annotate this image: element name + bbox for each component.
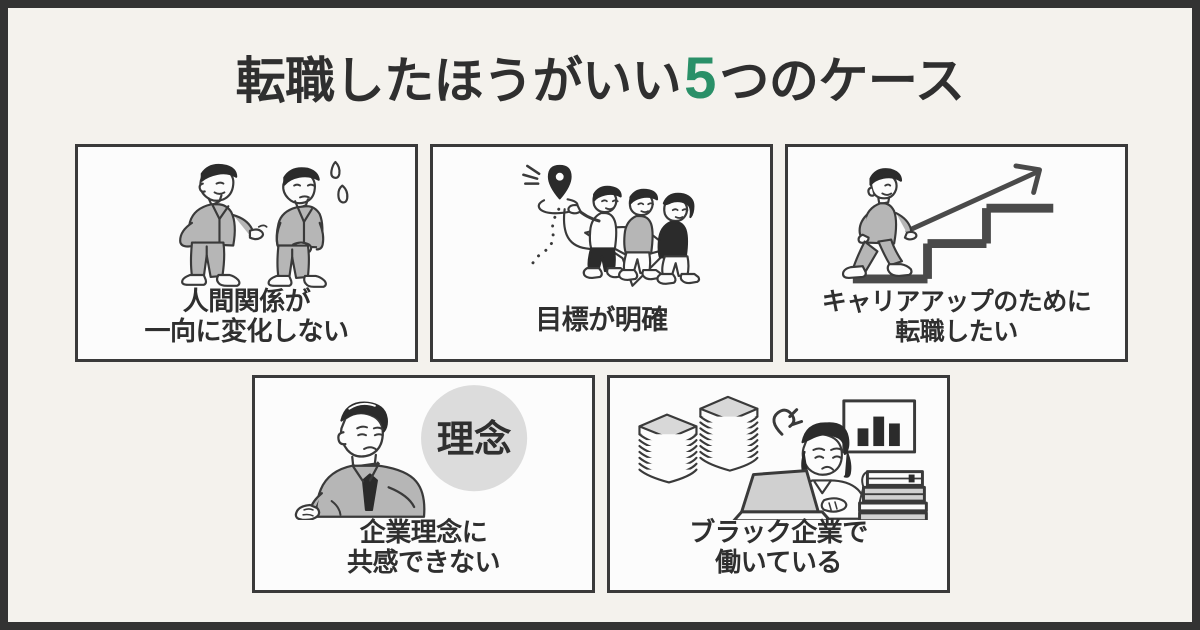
illustration-two-businessmen-arguing [78, 147, 415, 289]
illustration-person-climbing-stairs [788, 147, 1125, 289]
poster-canvas: 転職したほうがいい5つのケース [8, 8, 1192, 622]
title-number: 5 [684, 46, 717, 111]
page-title: 転職したほうがいい5つのケース [8, 50, 1192, 108]
philosophy-badge-text: 理念 [437, 418, 512, 460]
philosophy-badge-circle [421, 385, 528, 492]
case-card-1-label: 人間関係が 一向に変化しない [144, 285, 349, 347]
case-card-4: 理念 企業理念に 共感できない [252, 375, 595, 593]
illustration-puzzled-businessman: 理念 [255, 378, 592, 520]
case-card-2: 目標が明確 [430, 144, 773, 362]
case-card-1: 人間関係が 一向に変化しない [75, 144, 418, 362]
case-card-3: キャリアアップのために 転職したい [785, 144, 1128, 362]
case-card-5: ブラック企業で 働いている [607, 375, 950, 593]
case-card-3-label: キャリアアップのために 転職したい [821, 288, 1092, 346]
case-card-5-label: ブラック企業で 働いている [689, 516, 868, 578]
case-card-2-label: 目標が明確 [535, 305, 668, 336]
case-card-4-label: 企業理念に 共感できない [346, 516, 501, 578]
illustration-overworked-at-laptop [610, 378, 947, 520]
title-part-1: 転職したほうがいい [235, 53, 682, 109]
illustration-people-on-paper-plane [433, 147, 770, 289]
title-part-2: つのケース [719, 53, 965, 109]
